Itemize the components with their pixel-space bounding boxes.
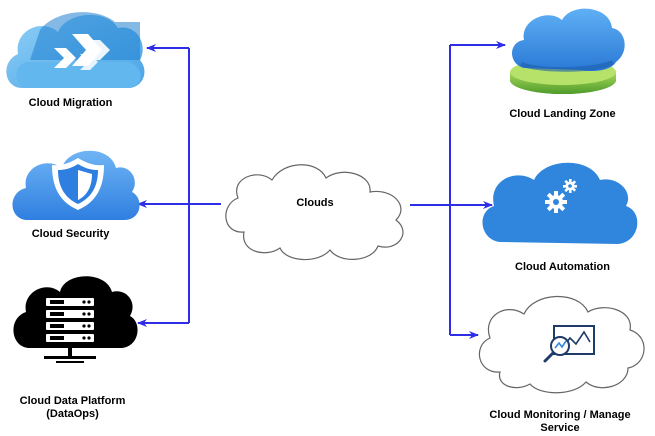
clouds-center-label: Clouds	[296, 197, 334, 209]
monitoring-chart-icon	[543, 325, 595, 363]
cloud-data-platform-label: Cloud Data Platform (DataOps)	[0, 395, 145, 421]
security-cloud-icon	[12, 150, 140, 220]
cloud-security-label: Cloud Security	[31, 228, 110, 240]
server-cloud-icon	[13, 276, 138, 363]
cloud-data-platform-label-line2: (DataOps)	[46, 408, 99, 420]
connectors	[137, 41, 506, 339]
cloud-landing-zone-label: Cloud Landing Zone	[509, 108, 616, 120]
clouds-center-shape	[225, 164, 404, 261]
gears-cloud-icon	[482, 162, 638, 244]
landing-zone-cloud-icon	[510, 8, 625, 94]
cloud-data-platform-label-line1: Cloud Data Platform	[19, 395, 126, 407]
cloud-monitoring-label: Cloud Monitoring / Manage Service	[470, 409, 650, 435]
cloud-monitoring-label-line2: Service	[540, 422, 580, 434]
cloud-monitoring-label-line1: Cloud Monitoring / Manage	[489, 409, 631, 421]
cloud-automation-label: Cloud Automation	[515, 261, 610, 273]
cloud-migration-label: Cloud Migration	[28, 97, 113, 109]
migration-cloud-icon	[6, 12, 145, 89]
